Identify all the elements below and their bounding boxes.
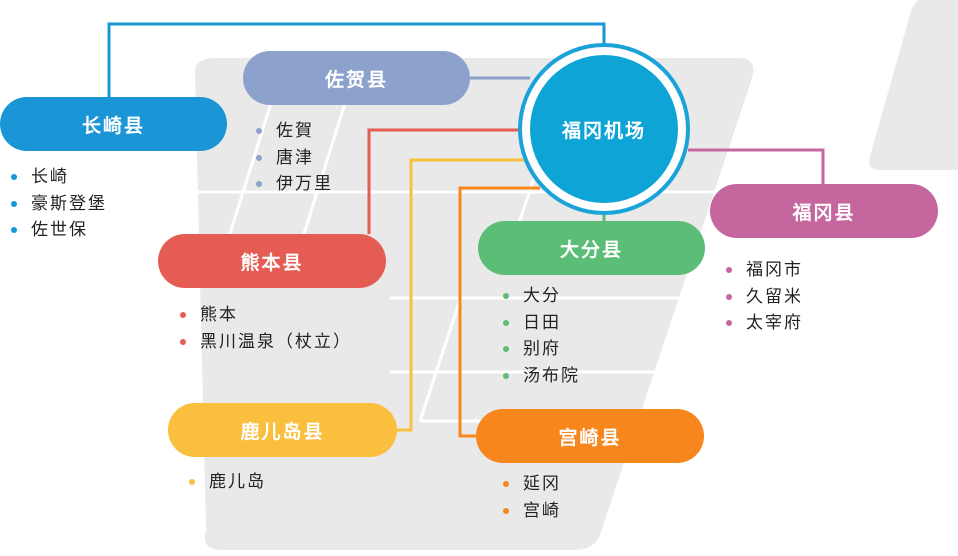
connector-nagasaki [107,22,606,98]
nagasaki-pill: 长崎县 [0,97,227,151]
kagoshima-label: 鹿儿岛县 [240,420,325,443]
miyazaki-list: 延冈 宫崎 [503,471,561,524]
list-item: 日田 [503,310,580,337]
fukuoka-list: 福冈市 久留米 太宰府 [726,257,803,337]
list-item: 熊本 [180,302,352,329]
miyazaki-pill: 宫崎县 [476,409,704,463]
list-item: 伊万里 [256,171,333,198]
saga-label: 佐贺县 [324,68,388,91]
list-item: 延冈 [503,471,561,498]
nagasaki-list: 长崎 豪斯登堡 佐世保 [11,164,107,244]
oita-list: 大分 日田 别府 汤布院 [503,283,580,389]
kagoshima-pill: 鹿儿岛县 [168,403,397,457]
oita-label: 大分县 [559,238,623,261]
list-item: 豪斯登堡 [11,191,107,218]
connector-kumamoto [367,128,520,234]
kagoshima-list: 鹿儿岛 [189,469,266,496]
list-item: 黑川温泉（杖立） [180,329,352,356]
connector-miyazaki [458,186,540,438]
oita-pill: 大分县 [478,221,705,275]
list-item: 鹿儿岛 [189,469,266,496]
background-stripe [869,0,958,170]
fukuoka-label: 福冈县 [792,201,856,224]
list-item: 太宰府 [726,310,803,337]
fukuoka-pill: 福冈县 [710,184,938,238]
connectors [107,22,825,438]
kumamoto-label: 熊本县 [240,251,304,274]
connector-kagoshima [397,158,525,432]
list-item: 长崎 [11,164,107,191]
grid-line [300,99,348,241]
list-item: 佐賀 [256,118,333,145]
saga-list: 佐賀 唐津 伊万里 [256,118,333,198]
list-item: 宫崎 [503,498,561,525]
kumamoto-list: 熊本 黑川温泉（杖立） [180,302,352,355]
hub-label: 福冈机场 [530,55,678,203]
list-item: 汤布院 [503,363,580,390]
list-item: 大分 [503,283,580,310]
hub-circle: 福冈机场 [518,43,690,215]
list-item: 福冈市 [726,257,803,284]
list-item: 佐世保 [11,217,107,244]
miyazaki-label: 宫崎县 [558,426,622,449]
list-item: 别府 [503,336,580,363]
grid-line [226,99,274,241]
saga-pill: 佐贺县 [243,51,470,105]
kumamoto-pill: 熊本县 [158,234,386,288]
list-item: 久留米 [726,284,803,311]
list-item: 唐津 [256,145,333,172]
connector-fukuoka [688,148,825,184]
nagasaki-label: 长崎县 [81,114,145,137]
grid-line [418,299,462,422]
